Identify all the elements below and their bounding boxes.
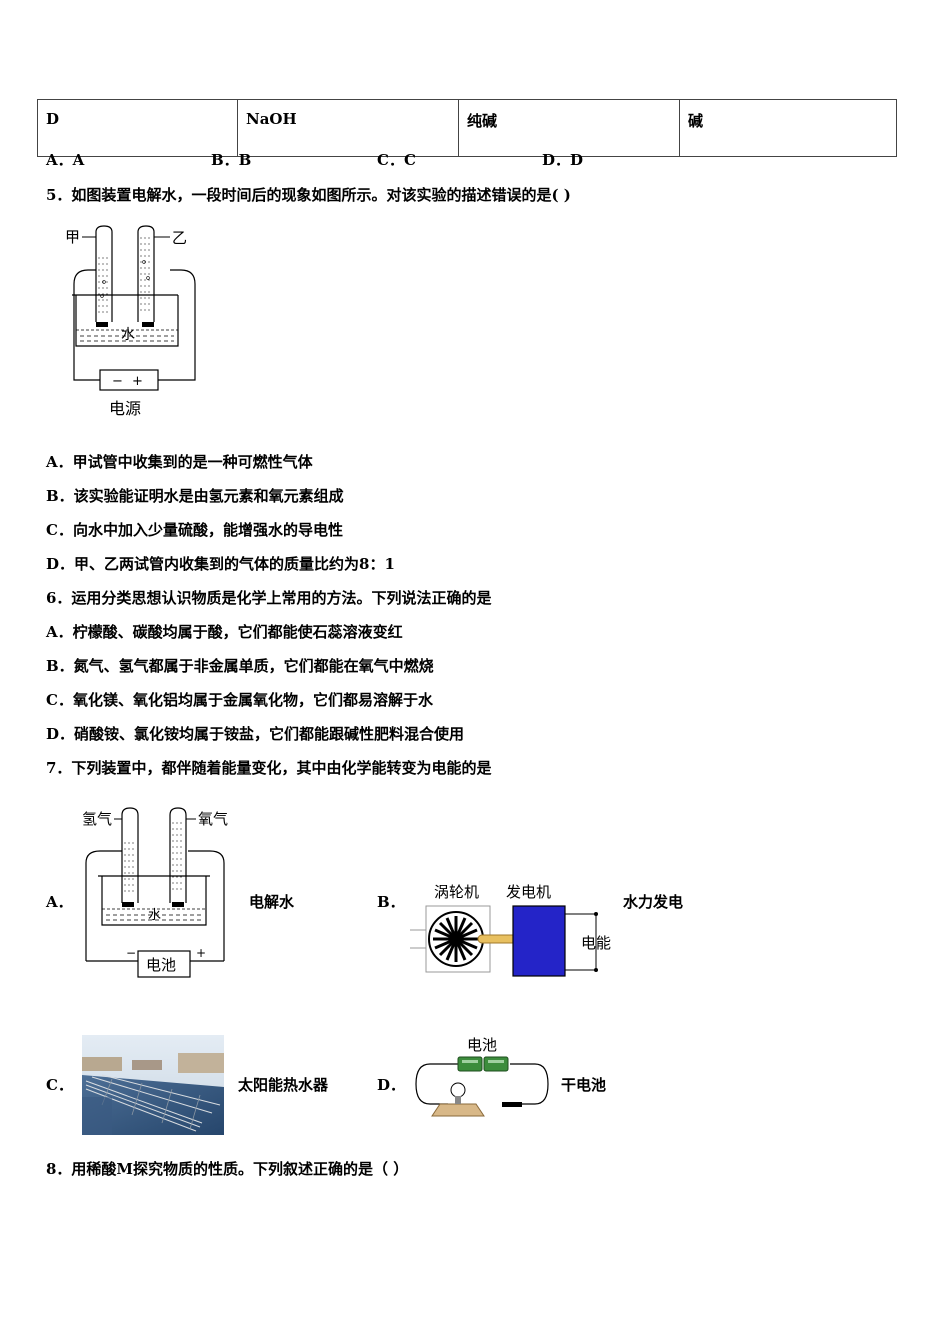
- table-cell: 纯碱: [458, 99, 680, 157]
- fig-label-water: 水: [121, 327, 135, 343]
- q4-option-a: A．A: [46, 151, 85, 169]
- fig-label-turbine: 涡轮机: [434, 883, 479, 901]
- q7-option-d-letter: D．: [377, 1076, 406, 1094]
- table-cell: 碱: [679, 99, 897, 157]
- fig-label-hydrogen: 氢气: [82, 810, 112, 828]
- battery-minus: −: [126, 946, 136, 960]
- switch: [502, 1102, 522, 1107]
- fig-label-battery: 电池: [467, 1036, 497, 1054]
- q6-option-d: D．硝酸铵、氯化铵均属于铵盐，它们都能跟碱性肥料混合使用: [46, 725, 465, 743]
- q7-option-b-caption: 水力发电: [623, 893, 684, 911]
- fig-label-generator: 发电机: [506, 883, 551, 901]
- q5-electrolysis-figure: 甲 乙 水 − + 电源: [65, 225, 196, 418]
- q7-option-b-letter: B．: [377, 893, 405, 911]
- q7-option-a-caption: 电解水: [249, 893, 295, 911]
- bulb-icon: [450, 1082, 466, 1098]
- q5-option-d: D．甲、乙两试管内收集到的气体的质量比约为8：1: [46, 555, 395, 573]
- fig-label-water: 水: [148, 908, 161, 923]
- bulb-base: [431, 1103, 485, 1117]
- power-minus: −: [112, 374, 123, 389]
- fig-label-energy: 电能: [581, 934, 611, 952]
- q7-option-c-letter: C．: [46, 1076, 73, 1094]
- q4-option-d: D．D: [542, 151, 584, 169]
- q4-option-b: B．B: [211, 151, 252, 169]
- fig-label-yi: 乙: [172, 229, 187, 247]
- q6-stem: 6．运用分类思想认识物质是化学上常用的方法。下列说法正确的是: [46, 589, 492, 607]
- solar-water-heater-photo: [82, 1035, 224, 1135]
- q7-hydropower-figure: 涡轮机 发电机 电能: [410, 883, 611, 977]
- q7-dry-cell-figure: 电池: [415, 1036, 549, 1117]
- q7-option-d-caption: 干电池: [561, 1076, 607, 1094]
- q7-electrolysis-figure: 氢气 氧气 水 电池 − +: [82, 807, 228, 978]
- generator-box: [512, 905, 566, 977]
- q7-option-a-letter: A．: [46, 893, 73, 911]
- fig-label-oxygen: 氧气: [198, 810, 228, 828]
- q5-stem: 5．如图装置电解水，一段时间后的现象如图所示。对该实验的描述错误的是( ): [46, 186, 571, 204]
- q5-option-c: C．向水中加入少量硫酸，能增强水的导电性: [46, 521, 343, 539]
- fig-label-jia: 甲: [65, 228, 80, 246]
- q6-option-c: C．氧化镁、氧化铝均属于金属氧化物，它们都易溶解于水: [46, 691, 433, 709]
- fig-label-power: 电源: [109, 399, 141, 418]
- q4-option-c: C．C: [377, 151, 416, 169]
- table-cell: NaOH: [237, 99, 459, 157]
- q5-option-a: A．甲试管中收集到的是一种可燃性气体: [46, 453, 313, 471]
- fig-label-battery: 电池: [146, 956, 176, 974]
- q6-option-b: B．氮气、氢气都属于非金属单质，它们都能在氧气中燃烧: [46, 657, 434, 675]
- q8-stem: 8．用稀酸M探究物质的性质。下列叙述正确的是（ ）: [46, 1160, 409, 1178]
- power-plus: +: [132, 374, 143, 389]
- battery-cell-1: [457, 1056, 483, 1072]
- battery-cell-2: [483, 1056, 509, 1072]
- table-row: D NaOH 纯碱 碱: [37, 99, 897, 157]
- battery-plus: +: [196, 946, 206, 960]
- power-supply-box: [99, 369, 159, 391]
- q5-option-b: B．该实验能证明水是由氢元素和氧元素组成: [46, 487, 344, 505]
- q7-stem: 7．下列装置中，都伴随着能量变化，其中由化学能转变为电能的是: [46, 759, 492, 777]
- battery-box: [137, 950, 191, 978]
- q6-option-a: A．柠檬酸、碳酸均属于酸，它们都能使石蕊溶液变红: [46, 623, 403, 641]
- table-cell: D: [37, 99, 238, 157]
- q7-option-c-caption: 太阳能热水器: [238, 1076, 329, 1094]
- answer-table: D NaOH 纯碱 碱: [37, 99, 897, 157]
